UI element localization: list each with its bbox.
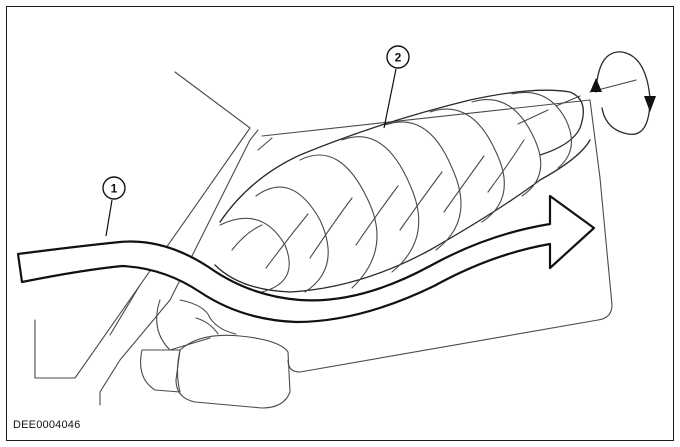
figure-frame [6, 6, 674, 441]
callout-1: 1 [102, 176, 126, 237]
callout-1-label: 1 [111, 182, 118, 196]
vent-housing [140, 299, 291, 409]
vehicle-body-outline [34, 71, 613, 406]
callout-2-label: 2 [395, 51, 402, 65]
airflow-arrow [16, 194, 596, 324]
rotation-arrowhead-up-icon [590, 78, 602, 92]
callout-2: 2 [383, 45, 410, 129]
rotation-indicator [590, 51, 656, 135]
spiral-air-duct [214, 79, 637, 293]
figure-code: DEE0004046 [13, 419, 81, 431]
rotation-arrowhead-down-icon [644, 96, 656, 112]
